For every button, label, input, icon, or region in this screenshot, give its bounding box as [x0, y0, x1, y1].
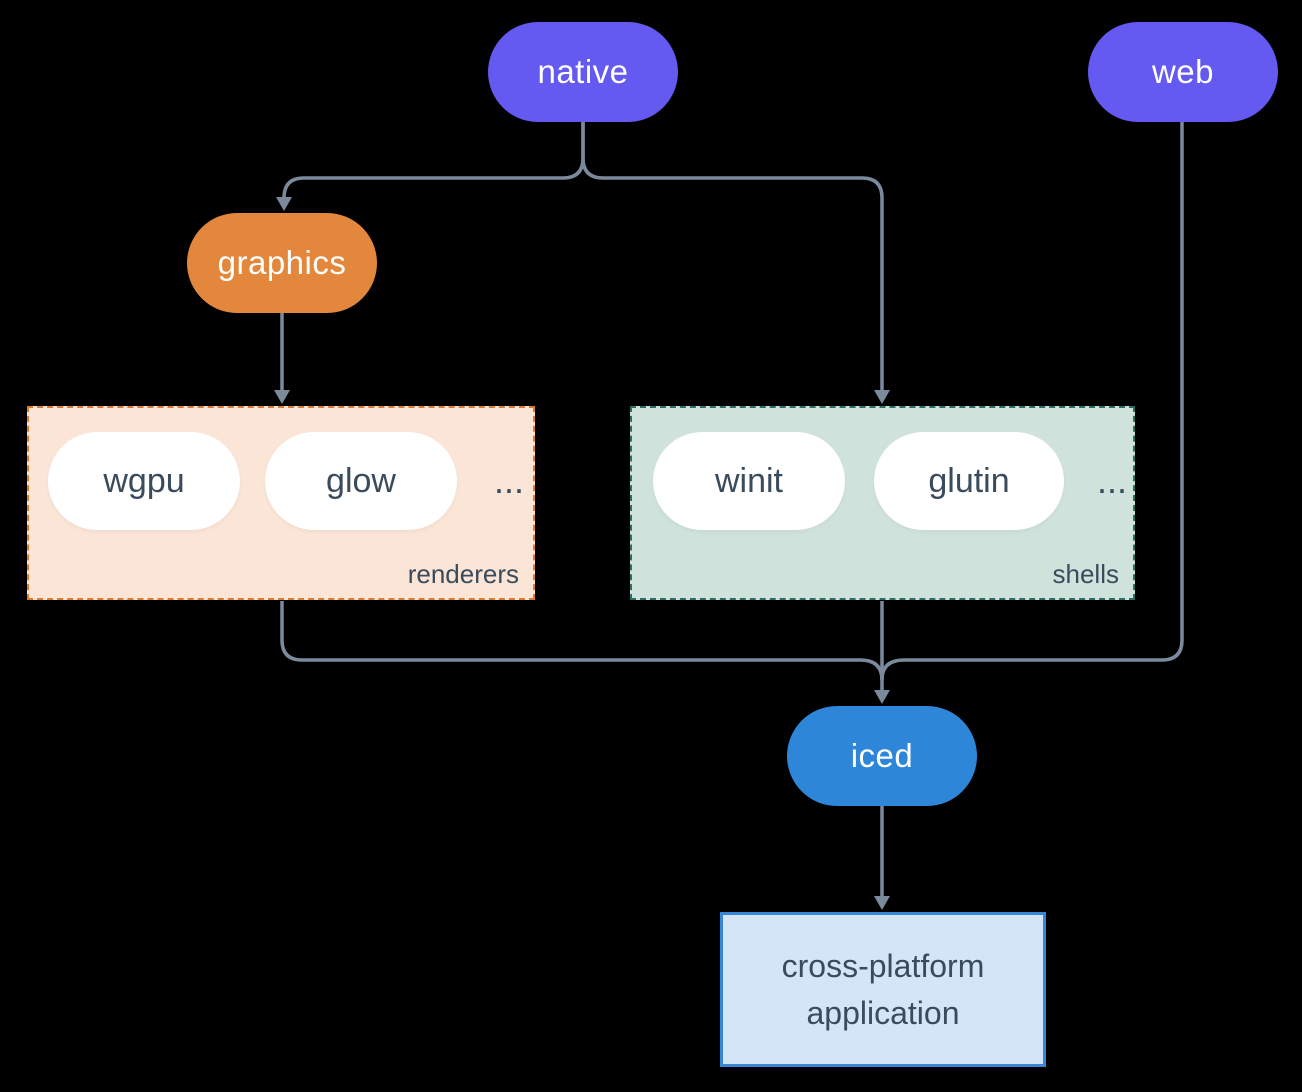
node-winit-label: winit: [714, 461, 784, 500]
node-graphics-label: graphics: [217, 244, 347, 281]
arrowhead-into-renderers: [274, 390, 290, 404]
renderers-group-label: renderers: [407, 559, 519, 589]
edge-native-shells: [581, 122, 884, 391]
node-wgpu-label: wgpu: [103, 461, 185, 500]
application-label-line1: cross-platform: [781, 948, 985, 985]
group-shells: winit glutin ... shells: [630, 406, 1135, 600]
node-iced: iced: [787, 706, 977, 806]
node-wgpu: wgpu: [48, 432, 240, 530]
node-graphics: graphics: [187, 213, 377, 313]
node-glutin-label: glutin: [928, 461, 1010, 500]
node-native-label: native: [537, 53, 629, 90]
node-glutin: glutin: [874, 432, 1064, 530]
edge-native-graphics: [282, 122, 585, 199]
node-winit: winit: [653, 432, 845, 530]
arrowhead-into-iced: [874, 690, 890, 704]
node-cross-platform-application: cross-platform application: [720, 912, 1046, 1067]
node-web: web: [1088, 22, 1278, 122]
edge-renderers-iced: [280, 601, 884, 681]
node-iced-label: iced: [850, 737, 914, 774]
edge-web-iced: [880, 122, 1184, 681]
node-glow-label: glow: [326, 461, 396, 500]
application-label-line2: application: [806, 994, 960, 1031]
node-glow: glow: [265, 432, 457, 530]
renderers-ellipsis: ...: [493, 460, 524, 501]
node-web-label: web: [1151, 53, 1215, 90]
group-renderers: wgpu glow ... renderers: [27, 406, 535, 600]
arrowhead-into-shells: [874, 390, 890, 404]
node-native: native: [488, 22, 678, 122]
arrowhead-into-graphics: [276, 197, 292, 211]
arrowhead-into-application: [874, 896, 890, 910]
shells-ellipsis: ...: [1096, 460, 1127, 501]
shells-group-label: shells: [1052, 559, 1119, 589]
